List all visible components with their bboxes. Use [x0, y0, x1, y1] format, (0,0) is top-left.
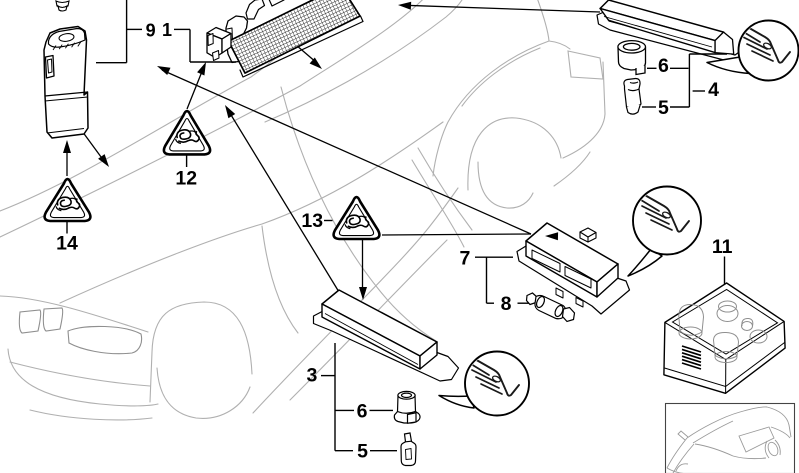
svg-text:6: 6	[658, 55, 669, 77]
svg-text:12: 12	[175, 167, 197, 189]
svg-text:14: 14	[56, 233, 78, 255]
svg-text:6: 6	[357, 401, 368, 423]
svg-text:7: 7	[459, 247, 470, 269]
svg-text:4: 4	[708, 79, 719, 101]
svg-text:13: 13	[301, 210, 323, 232]
svg-text:5: 5	[357, 441, 368, 463]
svg-text:11: 11	[712, 236, 733, 258]
svg-text:8: 8	[501, 293, 512, 315]
svg-text:9: 9	[146, 20, 156, 40]
svg-text:5: 5	[658, 97, 669, 119]
svg-text:1: 1	[162, 20, 172, 40]
svg-text:3: 3	[306, 365, 317, 387]
